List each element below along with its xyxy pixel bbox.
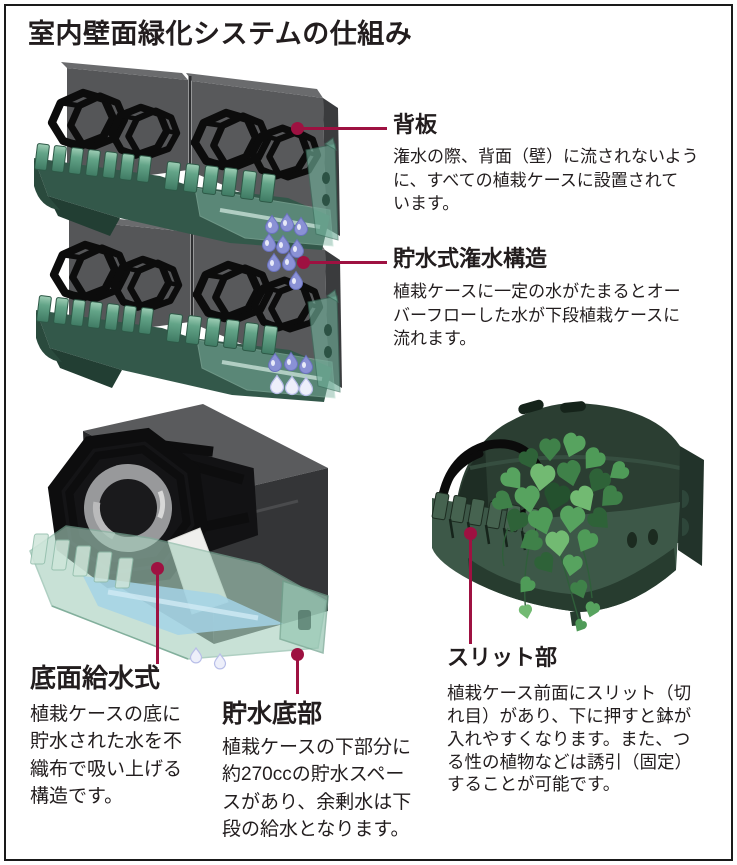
annotation-body-bottom-watering: 植栽ケースの底に 貯水された水を不 織布で吸い上げる 構造です。 xyxy=(30,703,183,808)
annotation-body-water-storage-bottom: 植栽ケースの下部分に 約270ccの貯水スペー スがあり、余剰水は下 段の給水と… xyxy=(222,736,412,840)
case-cross-section-illustration xyxy=(29,404,329,670)
annotation-heading-slit: スリット部 xyxy=(447,645,558,670)
annotation-back-plate: 背板 潅水の際、背面（壁）に流されないよう に、すべての植栽ケースに設置されて … xyxy=(393,112,728,216)
page-border xyxy=(4,4,733,861)
annotation-slit: スリット部 植栽ケース前面にスリット（切 れ目）があり、下に押すと鉢が 入れやす… xyxy=(447,645,732,796)
storage-tray xyxy=(29,525,329,660)
annotation-heading-storage-irrigation: 貯水式潅水構造 xyxy=(393,246,548,271)
annotation-heading-water-storage-bottom: 貯水底部 xyxy=(222,700,323,728)
page-title: 室内壁面緑化システムの仕組み xyxy=(28,19,413,49)
annotation-heading-back-plate: 背板 xyxy=(393,112,438,137)
annotation-storage-irrigation: 貯水式潅水構造 植栽ケースに一定の水がたまるとオー バーフローした水が下段植栽ケ… xyxy=(393,246,728,351)
ivy-plant xyxy=(489,430,632,635)
annotation-water-storage-bottom: 貯水底部 植栽ケースの下部分に 約270ccの貯水スペー スがあり、余剰水は下 … xyxy=(222,700,432,843)
annotation-body-back-plate: 潅水の際、背面（壁）に流されないよう に、すべての植栽ケースに設置されて います… xyxy=(393,147,699,214)
annotation-heading-bottom-watering: 底面給水式 xyxy=(30,663,161,693)
planting-case-row-upper xyxy=(34,62,340,250)
faint-drops-icon xyxy=(189,646,227,670)
annotation-bottom-watering: 底面給水式 植栽ケースの底に 貯水された水を不 織布で吸い上げる 構造です。 xyxy=(30,663,210,811)
annotation-body-slit: 植栽ケース前面にスリット（切 れ目）があり、下に押すと鉢が 入れやすくなります。… xyxy=(447,683,692,795)
annotation-body-storage-irrigation: 植栽ケースに一定の水がたまるとオー バーフローした水が下段植栽ケースに 流れます… xyxy=(393,282,681,349)
wall-system-illustration xyxy=(30,58,390,403)
planted-case-illustration xyxy=(431,399,704,635)
